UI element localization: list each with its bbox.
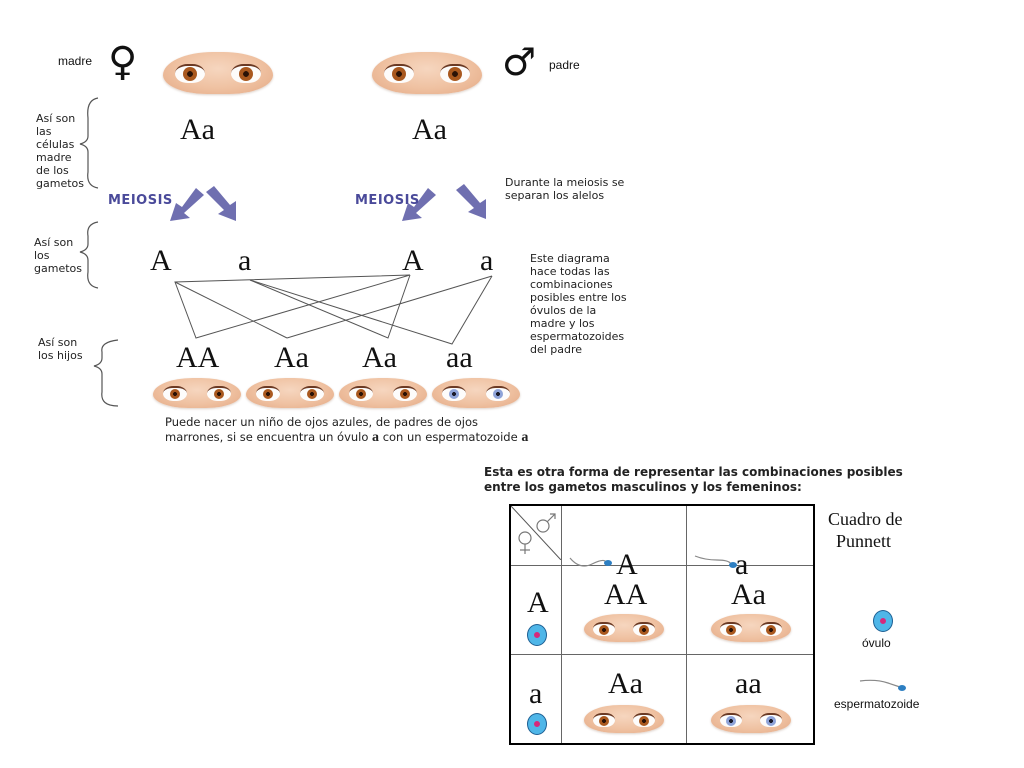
cell-eyes xyxy=(584,614,664,642)
otra-forma-note: Esta es otra forma de representar las co… xyxy=(484,465,903,494)
padre-label: padre xyxy=(549,58,580,72)
gamete-padre-A: A xyxy=(402,244,424,277)
meiosis-arrows xyxy=(170,184,486,221)
eye-icon xyxy=(633,622,655,636)
brace-hijos xyxy=(93,339,119,407)
gamete-padre-a: a xyxy=(480,244,494,277)
madre-label: madre xyxy=(58,54,93,68)
legend-ovulo-label: óvulo xyxy=(862,636,891,650)
child-genotype: Aa xyxy=(362,341,397,374)
eye-icon xyxy=(256,386,280,401)
brace-celulas xyxy=(79,97,99,189)
eye-icon xyxy=(760,622,782,636)
eye-icon xyxy=(593,713,615,727)
eye-icon xyxy=(760,713,782,727)
female-symbol-icon: ♀ xyxy=(108,39,138,85)
madre-genotype: Aa xyxy=(180,113,215,146)
padre-eyes xyxy=(372,52,482,94)
footnote: Puede nacer un niño de ojos azules, de p… xyxy=(165,415,529,445)
gamete-madre-A: A xyxy=(150,244,172,277)
ovulo-icon xyxy=(527,624,547,646)
eye-icon xyxy=(349,386,373,401)
punnett-cell: Aa xyxy=(686,565,815,655)
eye-icon xyxy=(207,386,231,401)
punnett-col-header: A xyxy=(561,504,687,579)
eye-icon xyxy=(393,386,417,401)
cell-eyes xyxy=(584,705,664,733)
eye-icon xyxy=(300,386,324,401)
eye-icon xyxy=(593,622,615,636)
eye-icon xyxy=(440,64,470,83)
eye-icon xyxy=(633,713,655,727)
eye-icon xyxy=(163,386,187,401)
punnett-corner xyxy=(509,504,562,566)
eye-icon xyxy=(175,64,205,83)
ovulo-icon xyxy=(527,713,547,735)
eye-icon xyxy=(486,386,510,401)
eye-icon xyxy=(720,713,742,727)
gender-symbols-icon xyxy=(510,505,562,561)
eye-icon xyxy=(231,64,261,83)
child-genotype: Aa xyxy=(274,341,309,374)
child-eyes xyxy=(246,378,334,408)
eye-icon xyxy=(720,622,742,636)
meiosis-label-left: MEIOSIS xyxy=(108,193,173,208)
child-eyes xyxy=(432,378,520,408)
punnett-cell: aa xyxy=(686,654,815,745)
legend-sperm-icon xyxy=(859,679,906,691)
meiosis-label-right: MEIOSIS xyxy=(355,193,420,208)
punnett-row-header: a xyxy=(509,654,562,745)
cell-eyes xyxy=(711,705,791,733)
gamete-madre-a: a xyxy=(238,244,252,277)
eye-icon xyxy=(442,386,466,401)
legend-esperma-label: espermatozoide xyxy=(834,697,920,711)
child-genotype: AA xyxy=(176,341,220,374)
legend-ovulo-icon xyxy=(873,610,893,632)
padre-genotype: Aa xyxy=(412,113,447,146)
male-symbol-icon: ♂ xyxy=(502,40,537,84)
child-eyes xyxy=(339,378,427,408)
cuadro-punnett-title: Cuadro de Punnett xyxy=(828,509,903,551)
brace-gametos xyxy=(79,221,99,289)
eye-icon xyxy=(384,64,414,83)
punnett-row-header: A xyxy=(509,565,562,655)
sperm-icon xyxy=(569,557,612,567)
punnett-col-header: a xyxy=(686,504,815,579)
madre-eyes xyxy=(163,52,273,94)
combination-lines xyxy=(174,274,493,345)
child-eyes xyxy=(153,378,241,408)
child-genotype: aa xyxy=(446,341,473,374)
punnett-square: A a A AA xyxy=(509,504,815,745)
punnett-cell: Aa xyxy=(561,654,687,745)
cell-eyes xyxy=(711,614,791,642)
punnett-cell: AA xyxy=(561,565,687,655)
